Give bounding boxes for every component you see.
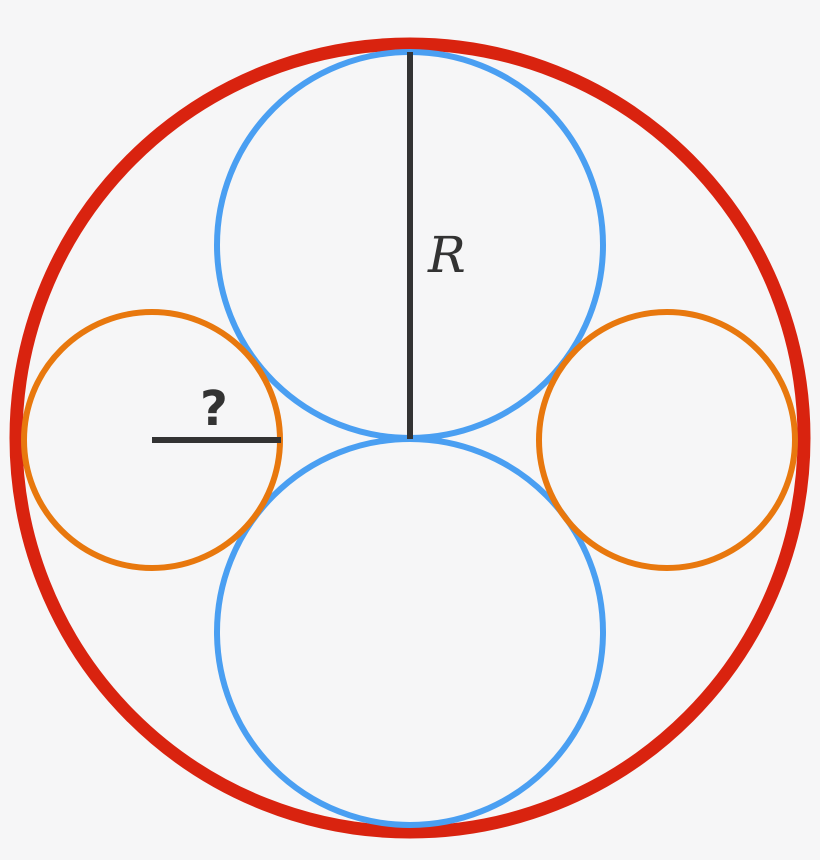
radius-unknown-label: ? (200, 381, 228, 437)
big-circle-bottom (214, 436, 606, 828)
small-circle-right (536, 309, 798, 571)
outer-circle (9, 37, 811, 839)
radius-r-label: R (427, 226, 466, 284)
